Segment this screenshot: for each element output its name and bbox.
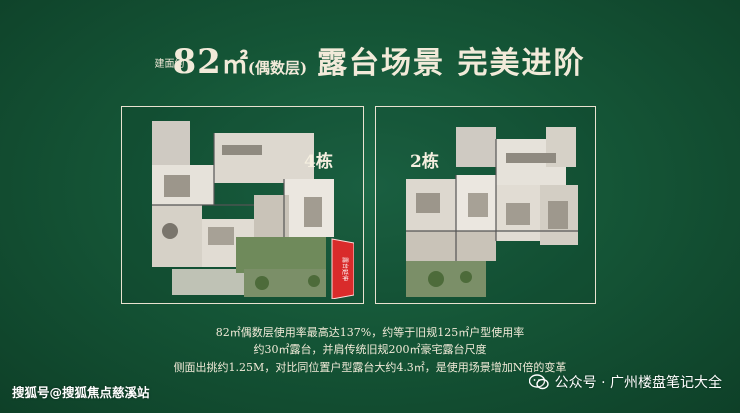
watermark-wechat: 公众号 · 广州楼盘笔记大全 [528, 372, 722, 392]
caption-line-3: 侧面出挑约1.25M，对比同位置户型露台大约4.3㎡，是使用场景增加N倍的变革 [173, 361, 567, 374]
headline-sub: (偶数层) [247, 59, 308, 77]
wechat-icon [528, 374, 549, 390]
caption-line-1: 82㎡偶数层使用率最高达137%，约等于旧规125㎡户型使用率 [215, 326, 525, 339]
headline-unit: ㎡ [221, 50, 248, 80]
headline-area: 82 [172, 42, 222, 82]
watermark-sohu: 搜狐号@搜狐焦点慈溪站 [12, 385, 150, 400]
terrace-badge: 露台延伸 [341, 257, 349, 281]
headline: 建面约82㎡(偶数层) 露台场景 完美进阶 [0, 38, 740, 82]
floor-plan-panel-4: 露台延伸 4栋 [121, 106, 364, 304]
building-label-2: 2栋 [410, 152, 439, 172]
headline-title: 露台场景 完美进阶 [317, 46, 586, 81]
headline-prefix: 建面约 [154, 59, 185, 70]
floor-plan-image-2 [406, 127, 578, 297]
floor-plan-panel-2: 2栋 [375, 106, 596, 304]
floor-plan-image-4: 露台延伸 [152, 121, 354, 299]
building-label-4: 4栋 [304, 152, 333, 172]
caption-line-2: 约30㎡露台，并肩传统旧规200㎡豪宅露台尺度 [253, 343, 487, 356]
watermark-wechat-text: 公众号 · 广州楼盘笔记大全 [554, 375, 722, 391]
